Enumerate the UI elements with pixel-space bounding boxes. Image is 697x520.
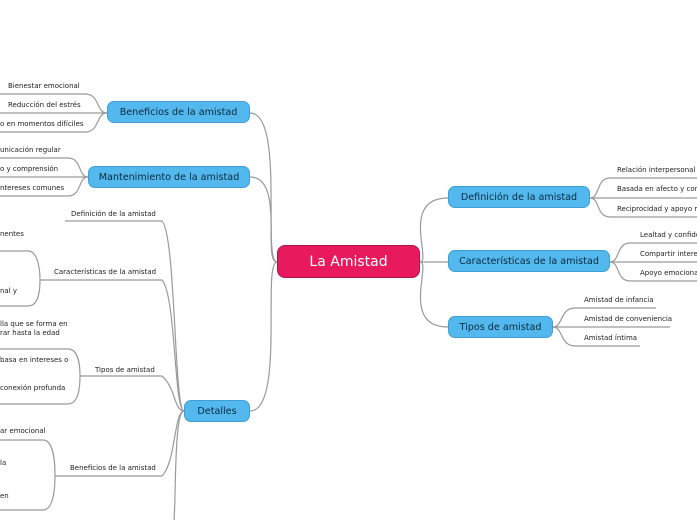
- detail-tipos-leaf-2[interactable]: basa en intereses o: [0, 356, 69, 364]
- detail-caracteristicas-label[interactable]: Características de la amistad: [54, 268, 157, 276]
- leaf-apoyo-momentos-dificiles[interactable]: o en momentos difíciles: [0, 120, 84, 128]
- leaf-amistad-intima[interactable]: Amistad íntima: [584, 334, 638, 342]
- branch-detalles[interactable]: Detalles: [184, 400, 250, 422]
- leaf-bienestar-emocional[interactable]: Bienestar emocional: [8, 82, 80, 90]
- leaf-apoyo-emocional[interactable]: Apoyo emociona: [640, 269, 697, 277]
- leaf-respeto-comprension[interactable]: o y comprensión: [0, 165, 59, 173]
- connector-definicion: [419, 197, 449, 263]
- leaf-amistad-infancia[interactable]: Amistad de infancia: [584, 296, 654, 304]
- connector-mantenimiento: [249, 176, 278, 263]
- connector-tipos: [419, 261, 449, 328]
- detail-benef-leaf-1[interactable]: ar emocional: [0, 427, 46, 435]
- detail-char-leaf-2[interactable]: nal y: [0, 287, 18, 295]
- leaf-compartir-intereses[interactable]: Compartir intere: [640, 250, 697, 258]
- leaf-relacion-interpersonal[interactable]: Relación interpersonal: [617, 166, 696, 174]
- leaf-reciprocidad[interactable]: Reciprocidad y apoyo m: [617, 205, 697, 213]
- leaf-lealtad[interactable]: Lealtad y confide: [640, 231, 697, 239]
- leaf-amistad-conveniencia[interactable]: Amistad de conveniencia: [584, 315, 673, 323]
- branch-tipos[interactable]: Tipos de amistad: [448, 316, 553, 338]
- detail-benef-leaf-3[interactable]: en: [0, 492, 9, 500]
- central-topic[interactable]: La Amistad: [277, 245, 420, 278]
- detail-char-leaf-1[interactable]: nentes: [0, 230, 24, 238]
- leaf-intereses-comunes[interactable]: ntereses comunes: [0, 184, 65, 192]
- branch-mantenimiento[interactable]: Mantenimiento de la amistad: [88, 166, 250, 188]
- detail-definicion-label[interactable]: Definición de la amistad: [71, 210, 156, 218]
- branch-definicion[interactable]: Definición de la amistad: [448, 186, 590, 208]
- detail-tipos-leaf-1[interactable]: lla que se forma en: [0, 320, 68, 328]
- leaf-comunicacion-regular[interactable]: unicación regular: [0, 146, 61, 154]
- branch-caracteristicas[interactable]: Características de la amistad: [448, 250, 610, 272]
- leaf-reduccion-estres[interactable]: Reducción del estrés: [8, 101, 81, 109]
- detail-tipos-leaf-3[interactable]: conexión profunda: [0, 384, 66, 392]
- detail-tipos-leaf-1b[interactable]: rar hasta la edad: [0, 329, 60, 337]
- detail-tipos-label[interactable]: Tipos de amistad: [95, 366, 155, 374]
- branch-beneficios[interactable]: Beneficios de la amistad: [107, 101, 250, 123]
- connector-detalles: [249, 261, 278, 412]
- detail-beneficios-label[interactable]: Beneficios de la amistad: [70, 464, 156, 472]
- detail-benef-leaf-2[interactable]: la: [0, 459, 7, 467]
- leaf-basada-afecto[interactable]: Basada en afecto y con: [617, 185, 697, 193]
- connector-beneficios: [249, 112, 278, 263]
